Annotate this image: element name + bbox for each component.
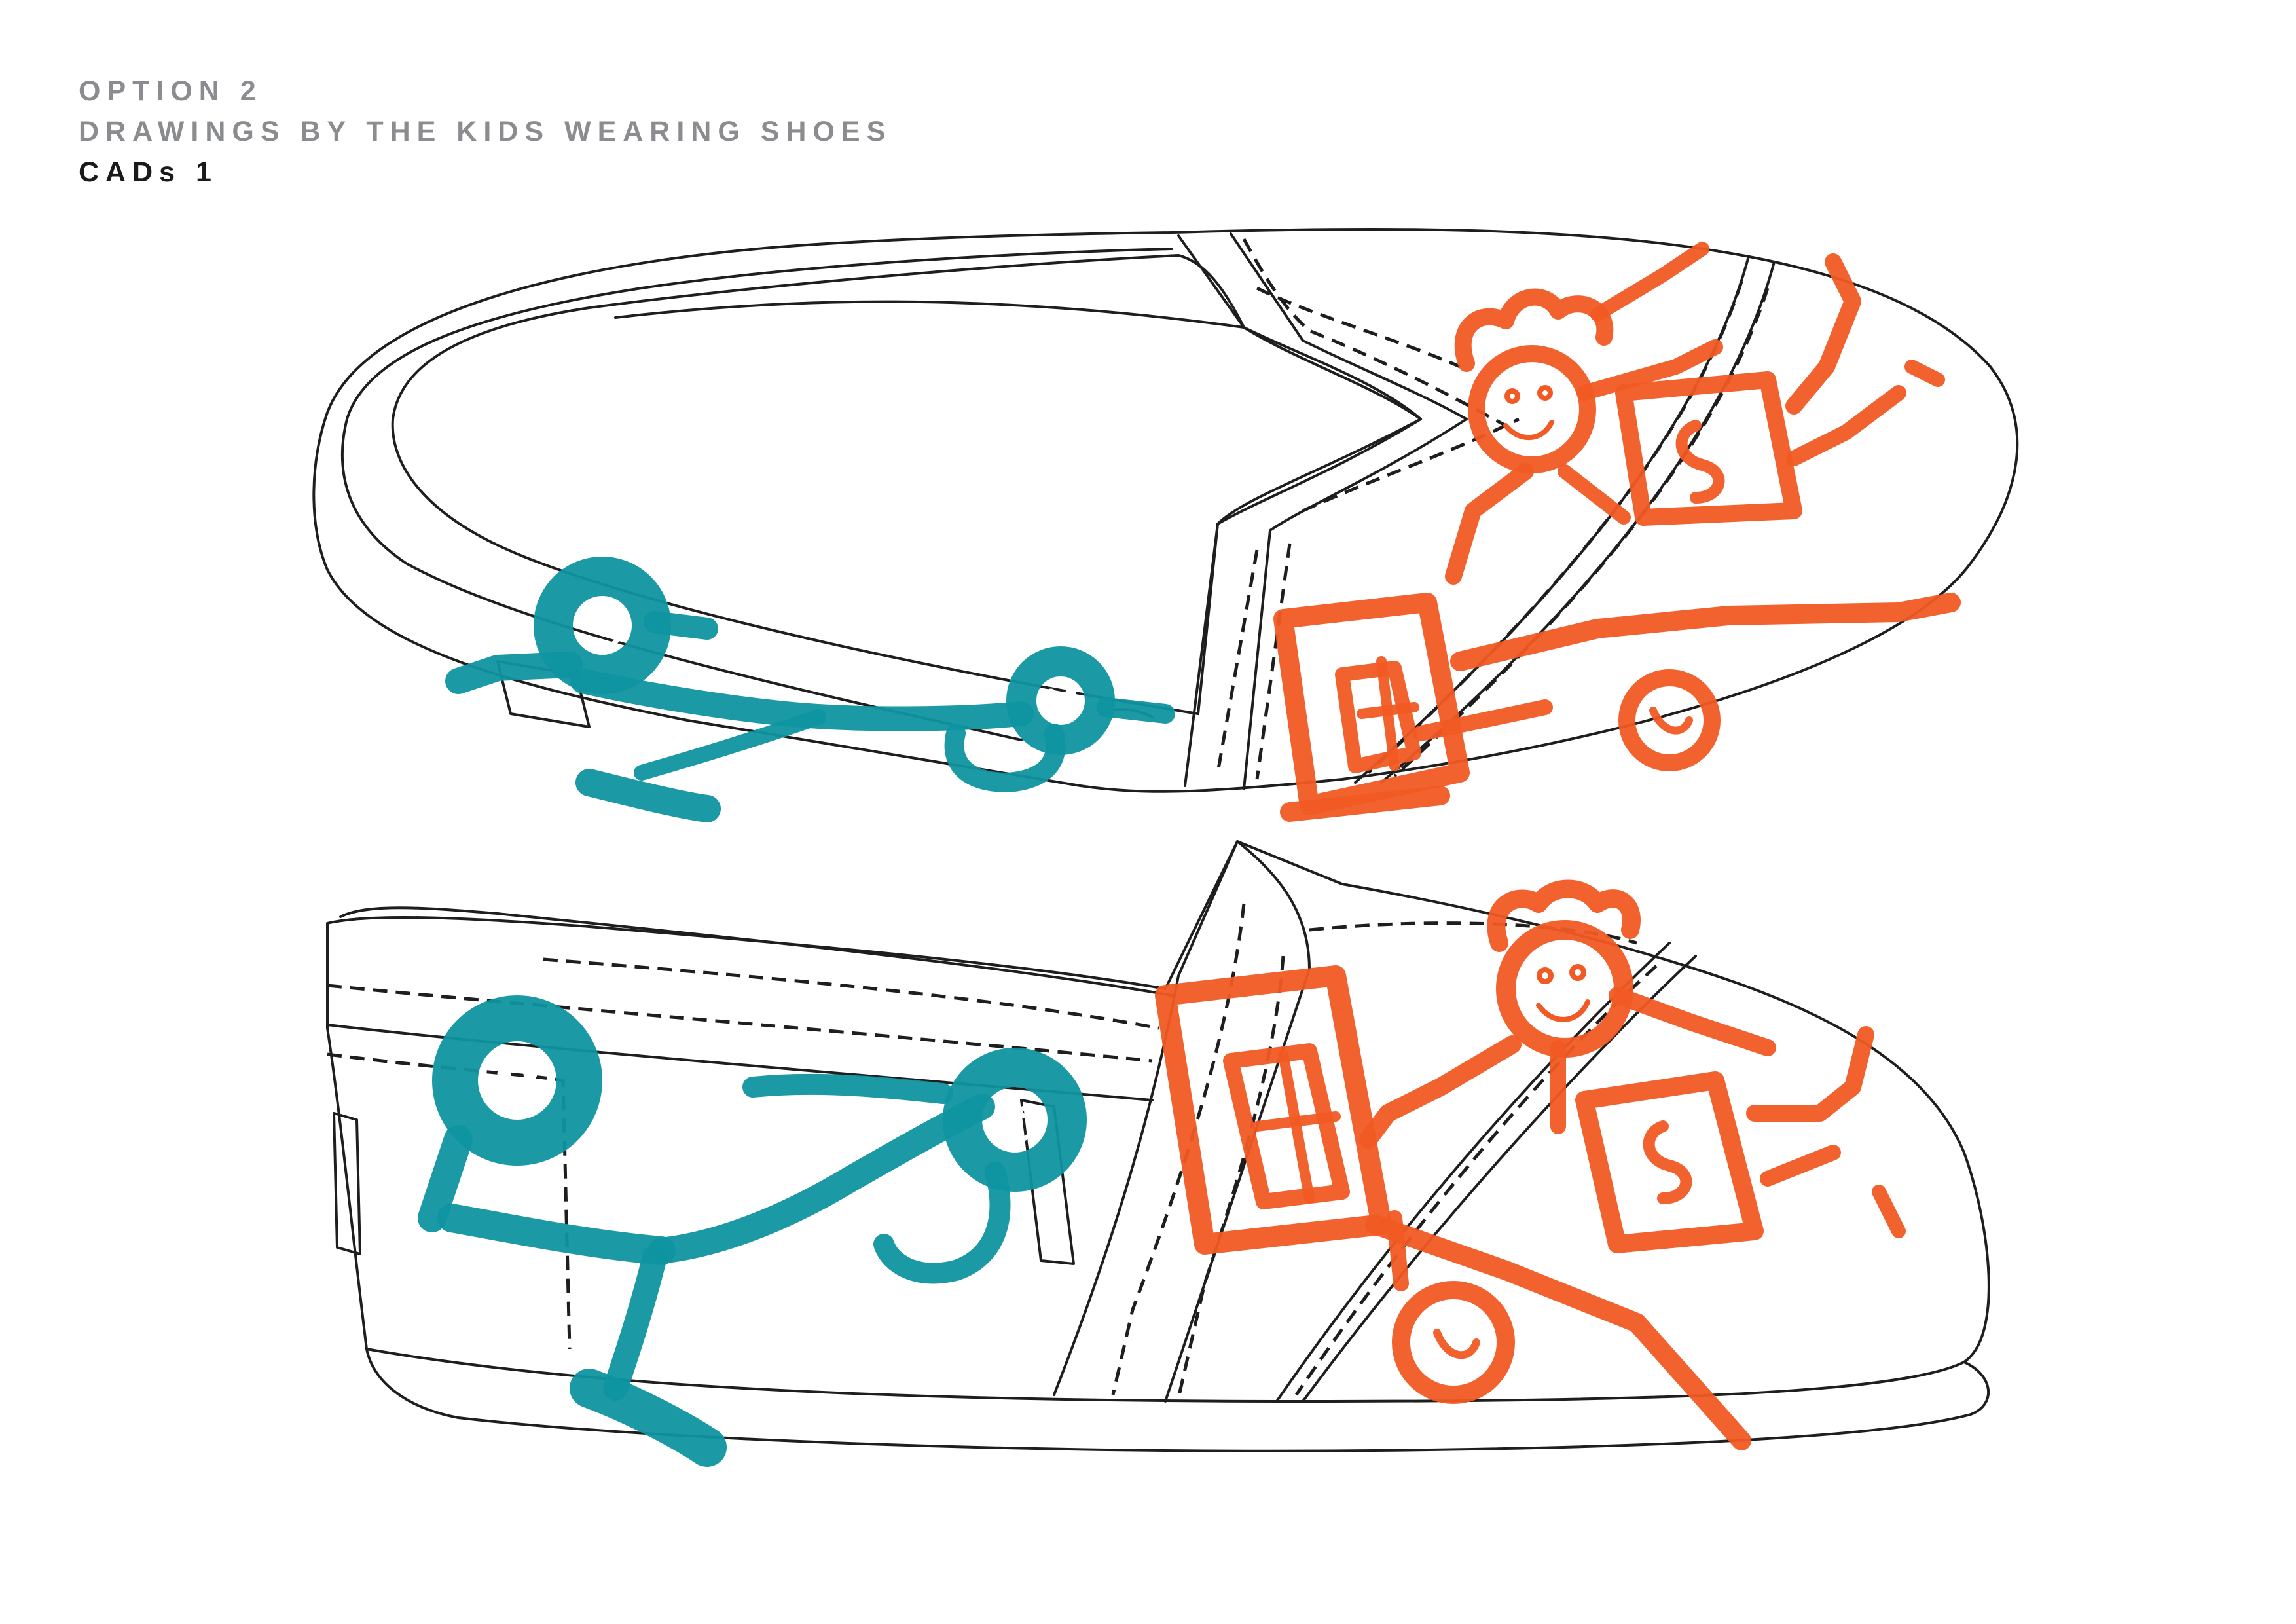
- cad-label: CADs 1: [79, 157, 218, 188]
- teal-faces-side: [497, 1067, 1034, 1143]
- orange-figure-side: [1155, 879, 1906, 1450]
- orange-face-side: [1536, 964, 1590, 1022]
- shoe-side-view-icon: [326, 840, 1990, 1467]
- shoe-top-view-icon: [312, 227, 2019, 822]
- orange-figure-top: [1273, 242, 1961, 822]
- teal-figures-side: [418, 995, 1087, 1467]
- teal-faces-top: [583, 612, 1080, 720]
- orange-face-top: [1503, 385, 1554, 441]
- concept-label: DRAWINGS BY THE KIDS WEARING SHOES: [79, 116, 892, 147]
- teal-figures-top: [445, 557, 1175, 822]
- option-label: OPTION 2: [79, 75, 263, 107]
- sheet-heading: OPTION 2 DRAWINGS BY THE KIDS WEARING SH…: [79, 71, 892, 193]
